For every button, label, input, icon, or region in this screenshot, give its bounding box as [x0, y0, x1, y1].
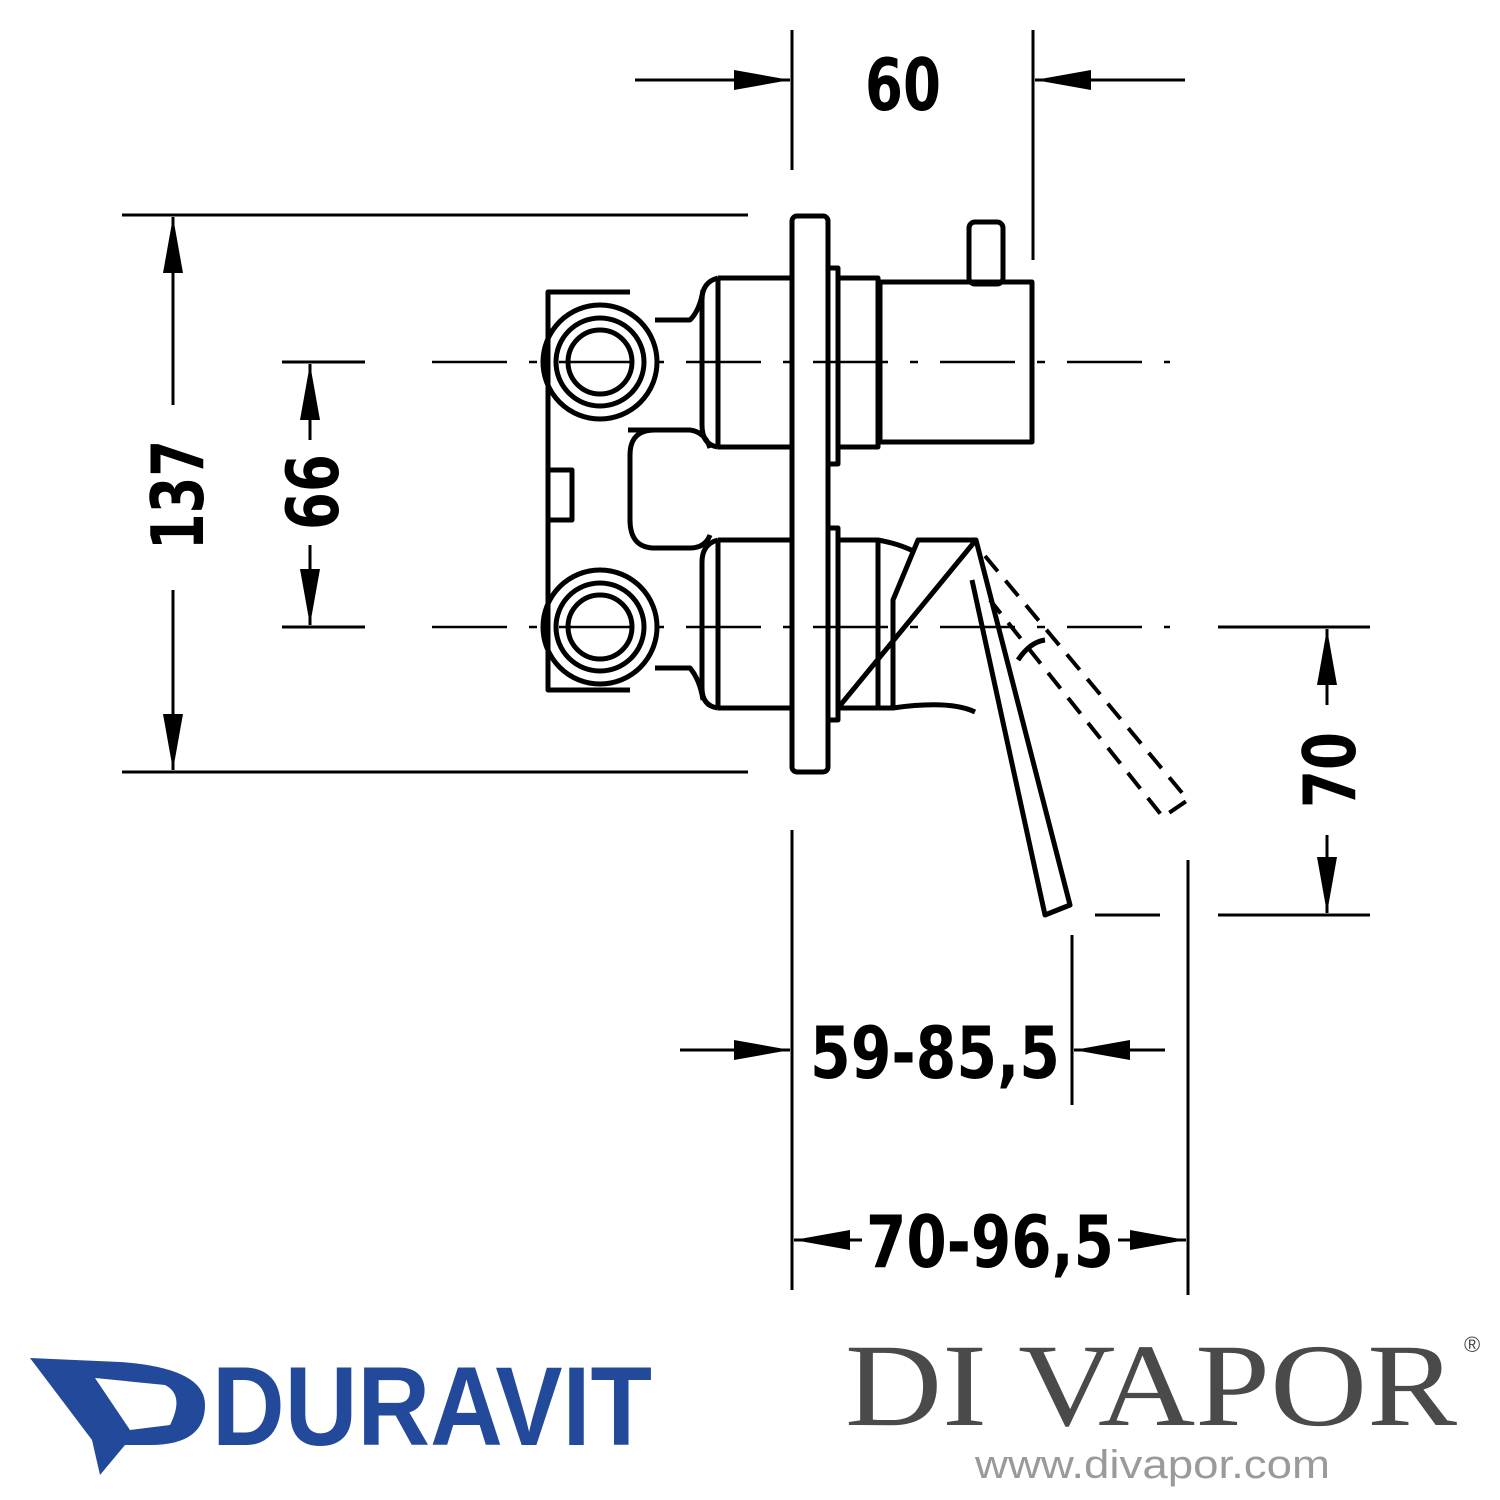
- registered-mark: ®: [1464, 1332, 1480, 1357]
- diverter-knob: [877, 279, 1035, 445]
- dim-59-85-5: 59-85,5: [810, 1011, 1060, 1095]
- dim-70-96-5: 70-96,5: [866, 1200, 1114, 1284]
- centerlines: [432, 360, 1170, 629]
- valve-drawing: [432, 213, 1190, 918]
- duravit-logo: DURAVIT: [30, 1344, 652, 1475]
- divapor-logo: DI VAPOR ® www.divapor.com: [845, 1320, 1480, 1487]
- dim-66: 66: [271, 454, 355, 530]
- duravit-bird-icon: [30, 1358, 205, 1475]
- diverter-pin: [966, 219, 1006, 287]
- dimension-lines: [122, 30, 1370, 1295]
- lever: [969, 539, 1073, 918]
- svg-text:www.divapor.com: www.divapor.com: [974, 1443, 1330, 1487]
- inlet-top: [540, 302, 660, 422]
- inlet-bottom: [540, 567, 660, 687]
- svg-text:DI VAPOR: DI VAPOR: [845, 1320, 1457, 1451]
- cover-plate: [789, 213, 831, 775]
- dim-137: 137: [136, 440, 220, 550]
- dim-60: 60: [865, 43, 941, 127]
- dim-70: 70: [1288, 732, 1372, 808]
- svg-text:DURAVIT: DURAVIT: [212, 1344, 652, 1469]
- lever-alt-position: [983, 554, 1190, 819]
- body-tab: [545, 467, 575, 523]
